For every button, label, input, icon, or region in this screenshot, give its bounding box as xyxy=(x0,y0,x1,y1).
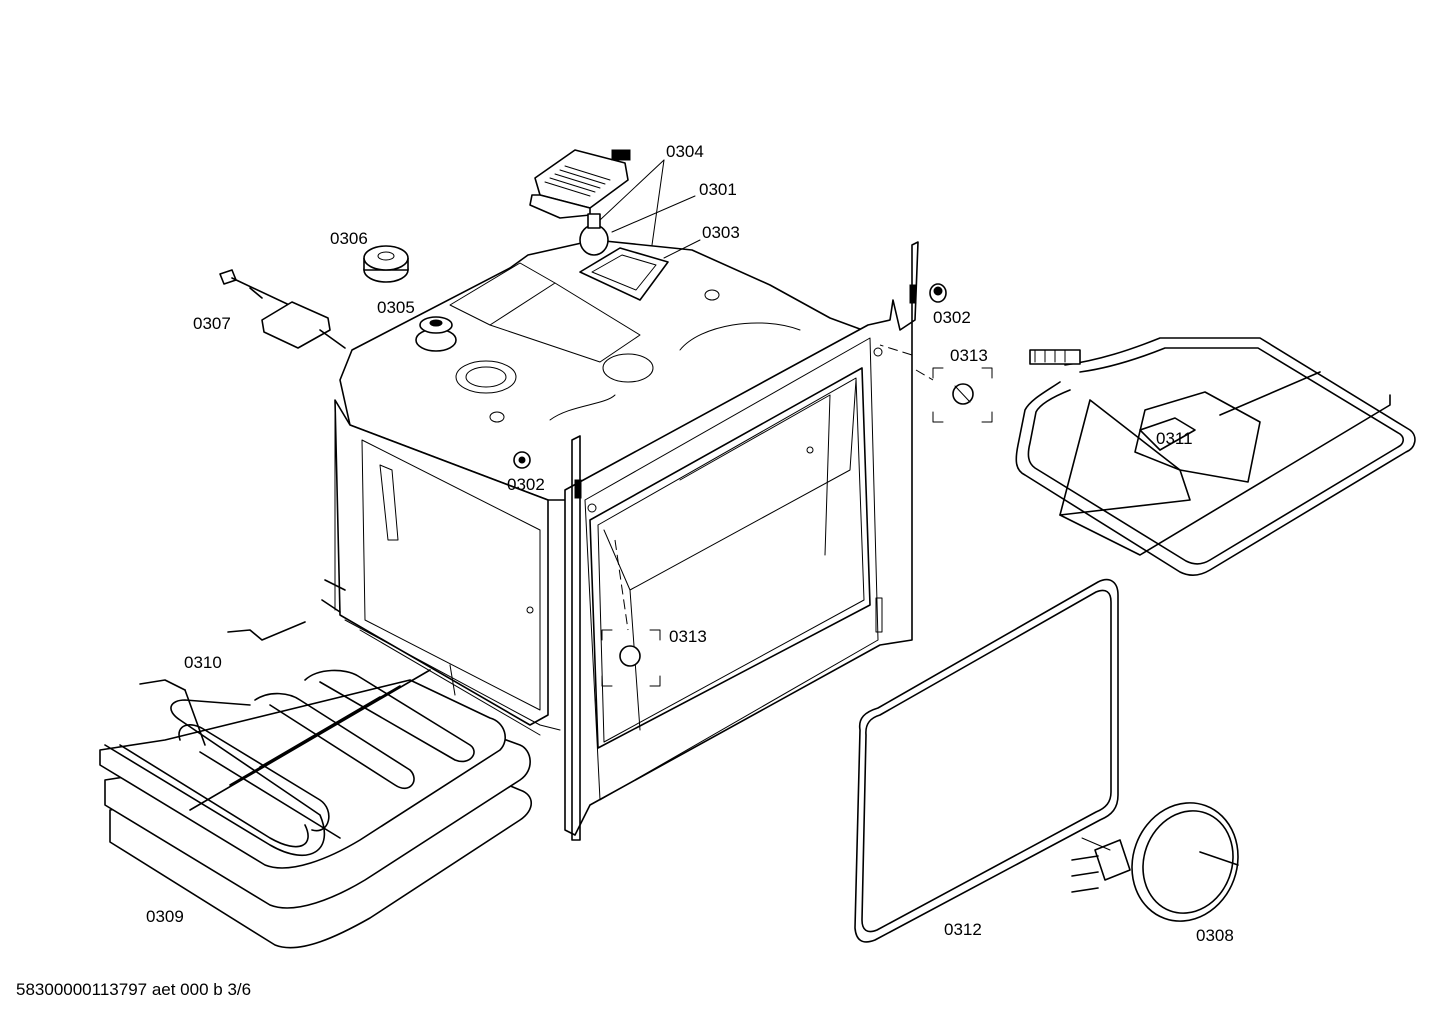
lamp-bulb-part xyxy=(579,213,609,256)
label-0311: 0311 xyxy=(1156,429,1193,448)
label-0312: 0312 xyxy=(944,920,982,939)
sensor-bracket-part xyxy=(219,269,346,349)
front-frame xyxy=(564,241,919,841)
label-0304: 0304 xyxy=(666,142,704,161)
lamp-housing-part xyxy=(529,149,631,219)
plug-0302-left-part xyxy=(513,451,531,469)
label-0301: 0301 xyxy=(699,180,737,199)
label-0307: 0307 xyxy=(193,314,231,333)
label-0306: 0306 xyxy=(330,229,368,248)
lower-heating-element-part xyxy=(99,579,533,949)
leader-lines xyxy=(599,159,1111,851)
label-0310: 0310 xyxy=(184,653,222,672)
part-labels: 0304 0301 0303 0306 0305 0307 0302 0313 … xyxy=(146,142,1234,945)
label-0303: 0303 xyxy=(702,223,740,242)
label-0302-left: 0302 xyxy=(507,475,545,494)
oven-cavity xyxy=(334,239,869,736)
cap-0305-part xyxy=(415,316,457,352)
detail-box-0313-right xyxy=(932,367,993,423)
lamp-glass-part xyxy=(579,247,669,301)
detail-box-0313-left xyxy=(601,629,661,687)
label-0305: 0305 xyxy=(377,298,415,317)
label-0302-right: 0302 xyxy=(933,308,971,327)
door-seal-part xyxy=(854,578,1119,943)
label-0313-left: 0313 xyxy=(669,627,707,646)
grill-element-part xyxy=(1015,337,1416,576)
label-0313-right: 0313 xyxy=(950,346,988,365)
cap-0306-part xyxy=(363,245,409,283)
label-0309: 0309 xyxy=(146,907,184,926)
plug-0302-right-part xyxy=(929,283,947,303)
label-0308: 0308 xyxy=(1196,926,1234,945)
document-footer-id: 58300000113797 aet 000 b 3/6 xyxy=(16,980,252,999)
circular-element-part xyxy=(1071,802,1239,922)
